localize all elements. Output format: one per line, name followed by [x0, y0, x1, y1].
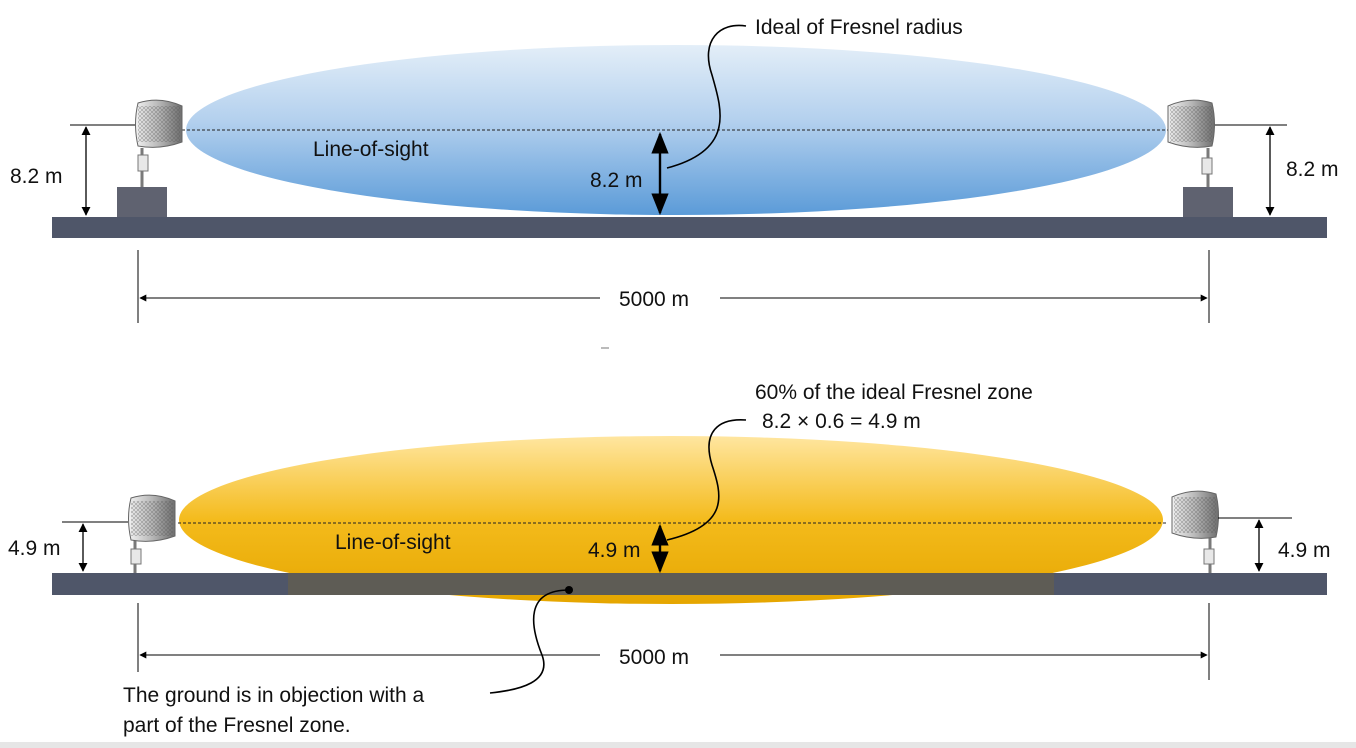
radio-unit — [130, 548, 142, 565]
radio-unit — [137, 154, 149, 172]
obstruction-note-line2: part of the Fresnel zone. — [123, 714, 351, 737]
bottom-left-height-label: 4.9 m — [8, 537, 61, 560]
obstruction-note-line1: The ground is in objection with a — [123, 684, 424, 707]
bottom-center-height-label: 4.9 m — [588, 539, 641, 562]
ground-overlap — [288, 573, 1054, 595]
top-distance-label: 5000 m — [619, 288, 689, 311]
top-fresnel-zone — [186, 45, 1166, 215]
radio-unit — [1203, 548, 1215, 565]
bottom-callout-line — [666, 419, 747, 541]
radio-unit — [1201, 157, 1213, 175]
bottom-edge-strip — [0, 742, 1356, 748]
mast-base — [1183, 187, 1233, 217]
bottom-annotation-line2: 8.2 × 0.6 = 4.9 m — [762, 410, 921, 433]
top-annotation: Ideal of Fresnel radius — [755, 16, 963, 39]
top-los-label: Line-of-sight — [313, 138, 429, 161]
bottom-left-antenna — [128, 494, 176, 573]
top-left-antenna — [117, 99, 183, 217]
bottom-fresnel-zone — [179, 436, 1163, 604]
bottom-diagram: 4.9 m 4.9 m 4.9 m Line-of-sight 60% of t… — [8, 381, 1331, 737]
bottom-annotation-line1: 60% of the ideal Fresnel zone — [755, 381, 1033, 404]
bottom-right-antenna — [1171, 490, 1219, 573]
bottom-right-height-label: 4.9 m — [1278, 539, 1331, 562]
top-ground — [52, 217, 1327, 238]
bottom-distance-label: 5000 m — [619, 646, 689, 669]
top-left-height-label: 8.2 m — [10, 165, 63, 188]
obstruction-callout-line — [489, 589, 570, 694]
top-right-height-label: 8.2 m — [1286, 158, 1339, 181]
bottom-los-label: Line-of-sight — [335, 531, 451, 554]
top-diagram: 8.2 m 8.2 m 8.2 m Line-of-sight Ideal of… — [10, 16, 1339, 323]
top-callout-line — [666, 24, 747, 169]
top-center-height-label: 8.2 m — [590, 169, 643, 192]
top-right-antenna — [1167, 99, 1233, 217]
mast-base — [117, 187, 167, 217]
